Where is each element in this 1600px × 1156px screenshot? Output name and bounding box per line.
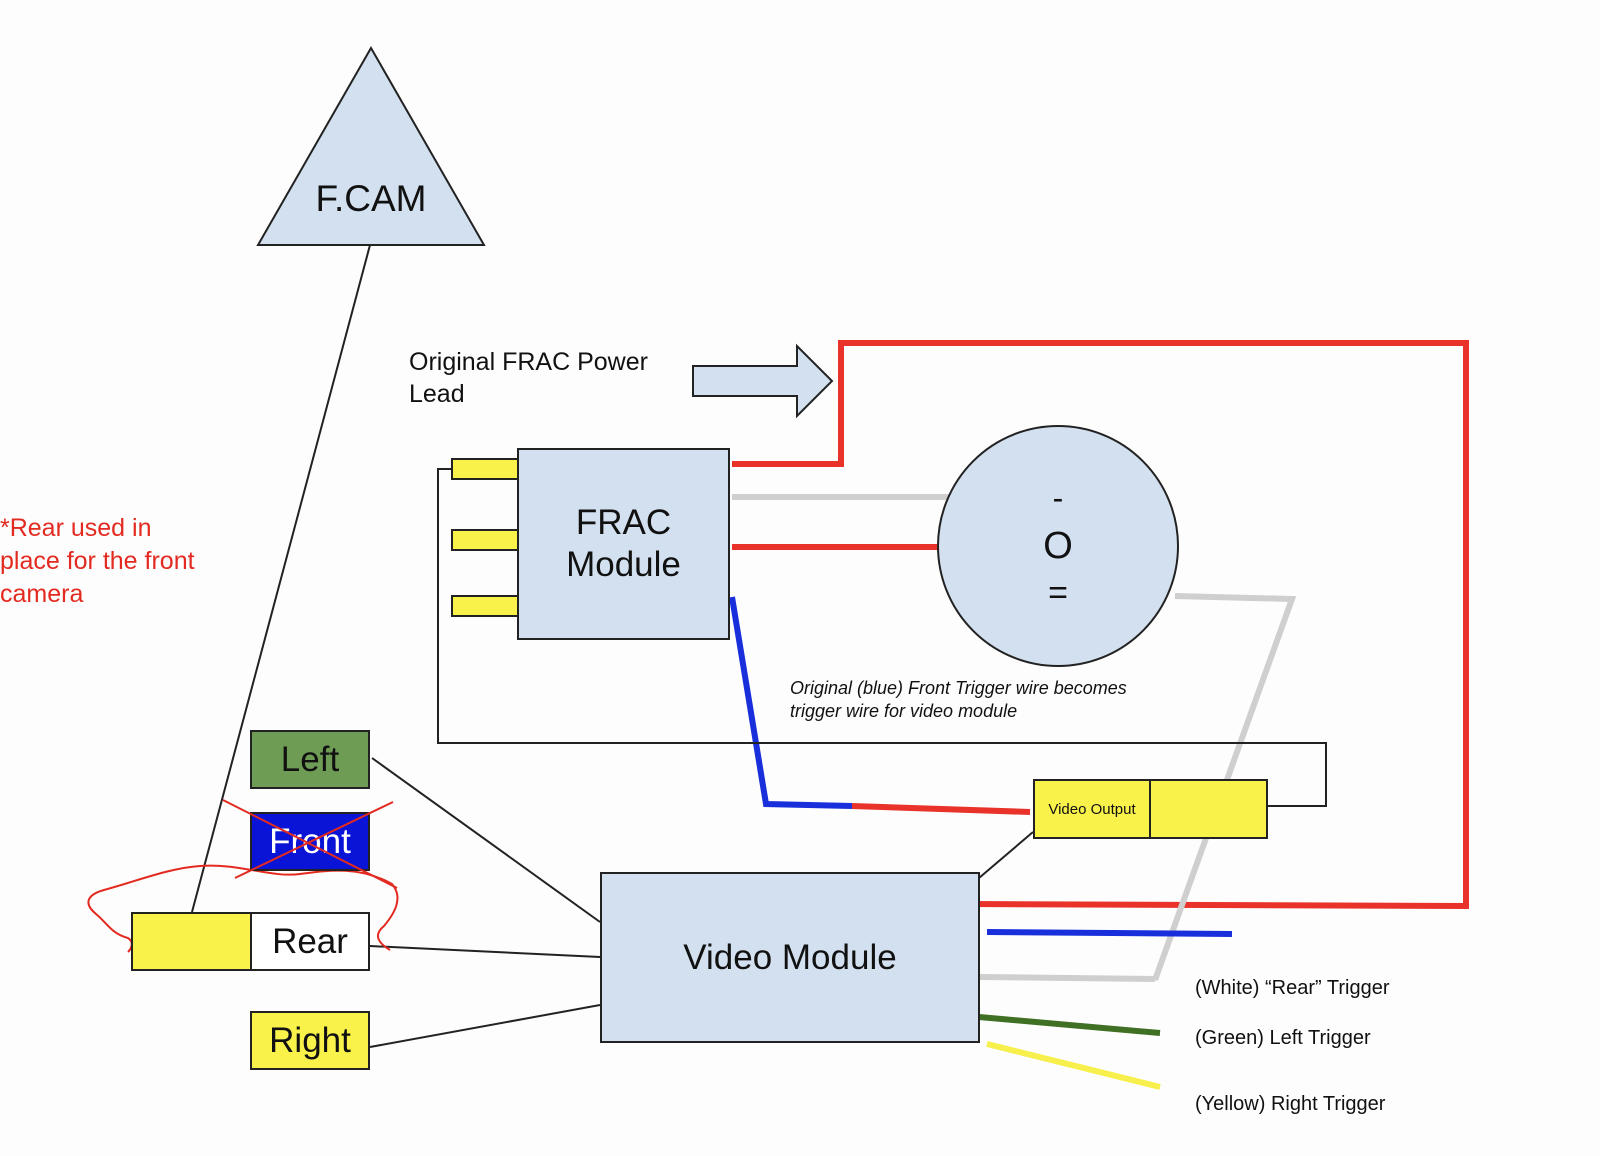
front-cross-out xyxy=(222,799,398,889)
yellow-right-trigger-wire xyxy=(986,1041,1161,1090)
frac-module-line1: FRAC xyxy=(575,503,672,542)
cross-line-b xyxy=(234,801,394,879)
video-output-connector: Video Output xyxy=(1033,779,1151,839)
frac-connector-middle xyxy=(451,529,519,551)
video-output-wire xyxy=(978,831,1034,879)
video-output-plug xyxy=(1149,779,1268,839)
frac-module-line2: Module xyxy=(566,545,681,584)
blue-trigger-stub xyxy=(986,929,1233,937)
left-input-label: Left xyxy=(280,739,340,779)
annotation-line1: *Rear used in xyxy=(0,514,152,542)
gray-rear-trigger-wire xyxy=(1152,593,1297,982)
right-input-wire xyxy=(369,1004,601,1048)
cross-line-a xyxy=(222,799,398,889)
front-camera-shape xyxy=(256,45,486,246)
green-left-trigger-wire xyxy=(978,1014,1161,1036)
rear-input-wire xyxy=(369,945,601,958)
switch-minus: - xyxy=(1052,480,1064,516)
camera-label: F.CAM xyxy=(315,178,427,219)
switch-off: O xyxy=(1043,525,1073,567)
power-lead-label-line2: Lead xyxy=(409,380,465,408)
annotation-line2: place for the front xyxy=(0,547,195,575)
video-module: Video Module xyxy=(600,872,980,1043)
video-output-label: Video Output xyxy=(1048,800,1136,818)
right-input-label: Right xyxy=(269,1020,351,1060)
switch-circle xyxy=(937,425,1179,667)
video-module-label: Video Module xyxy=(683,937,897,977)
left-input-wire xyxy=(371,757,601,923)
annotation-line3: camera xyxy=(0,580,84,608)
frac-connector-top xyxy=(451,458,519,480)
yellow-trigger-label: (Yellow) Right Trigger xyxy=(1195,1093,1386,1115)
frac-connector-bottom xyxy=(451,595,519,617)
rear-camera-input: Rear xyxy=(250,912,370,971)
right-camera-input: Right xyxy=(250,1011,370,1070)
camera-lead-wire xyxy=(191,244,371,913)
trigger-note-line1: Original (blue) Front Trigger wire becom… xyxy=(790,678,1127,698)
power-lead-arrow xyxy=(692,343,834,419)
rear-connector xyxy=(131,912,252,971)
white-trigger-label: (White) “Rear” Trigger xyxy=(1195,977,1390,999)
video-signal-loop xyxy=(437,468,1327,807)
red-power-wire xyxy=(732,340,1469,910)
rear-input-label: Rear xyxy=(272,921,348,961)
blue-front-trigger-wire xyxy=(729,596,853,809)
gray-trigger-stub xyxy=(978,974,1156,982)
left-camera-input: Left xyxy=(250,730,370,789)
trigger-note-line2: trigger wire for video module xyxy=(790,701,1018,721)
red-trigger-extension xyxy=(851,803,1031,815)
power-lead-label-line1: Original FRAC Power xyxy=(409,348,648,376)
frac-module: FRAC Module xyxy=(517,448,730,640)
switch-equals: = xyxy=(1048,574,1068,612)
green-trigger-label: (Green) Left Trigger xyxy=(1195,1027,1371,1049)
